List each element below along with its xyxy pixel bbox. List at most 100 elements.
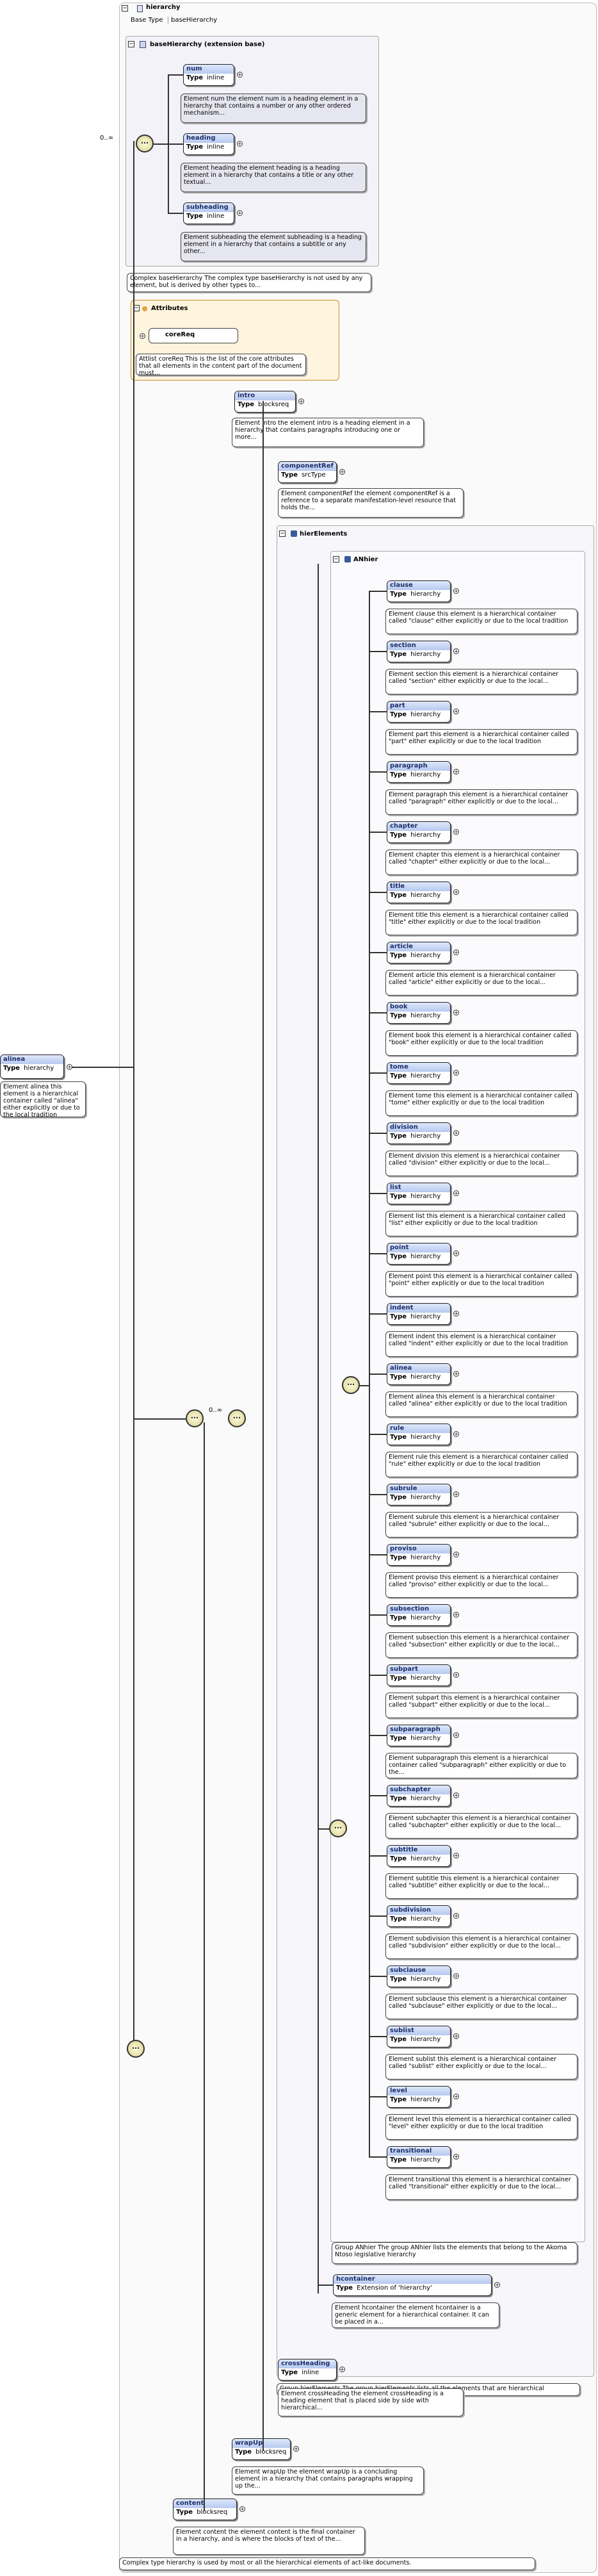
item-section-doc: Element section this element is a hierar… (385, 669, 578, 694)
item-indent-expand[interactable]: + (453, 1311, 459, 1317)
content-name: content (174, 2499, 236, 2508)
corereq-name: coreReq (165, 331, 195, 338)
item-tome-expand[interactable]: + (453, 1070, 459, 1076)
item-alinea-expand[interactable]: + (453, 1371, 459, 1377)
anhier-choice-compositor: ⋯ (342, 1376, 360, 1394)
item-sublist-expand[interactable]: + (453, 2033, 459, 2039)
componentref-expand[interactable]: + (339, 469, 345, 475)
item-subsection-expand[interactable]: + (453, 1612, 459, 1618)
item-title-expand[interactable]: + (453, 889, 459, 895)
anhier-choice-connector (359, 1385, 370, 1386)
root-base-type: baseHierarchy (168, 17, 217, 24)
item-section-expand[interactable]: + (453, 648, 459, 654)
base-heading-expand[interactable]: + (237, 141, 243, 147)
item-chapter-doc: Element chapter this element is a hierar… (385, 849, 578, 875)
item-division-expand[interactable]: + (453, 1130, 459, 1136)
item-paragraph-expand[interactable]: + (453, 769, 459, 775)
item-subrule-expand[interactable]: + (453, 1491, 459, 1497)
item-article-expand[interactable]: + (453, 949, 459, 955)
item-subchapter-expand[interactable]: + (453, 1793, 459, 1798)
item-subparagraph-expand[interactable]: + (453, 1732, 459, 1738)
corereq-expand[interactable]: + (140, 333, 145, 339)
root-collapse-toggle[interactable]: − (122, 5, 128, 12)
item-list-expand[interactable]: + (453, 1190, 459, 1196)
item-clause-expand[interactable]: + (453, 588, 459, 594)
item-subdivision-expand[interactable]: + (453, 1913, 459, 1919)
wrapup-type-label: Type (235, 2449, 252, 2456)
crossheading-expand[interactable]: + (339, 2367, 345, 2372)
base-num-connector (168, 74, 183, 76)
anhier-toggle[interactable]: − (333, 556, 339, 562)
intro-type: blocksreq (258, 401, 289, 408)
item-tome-type: hierarchy (410, 1072, 441, 1079)
main-to-inner-connector (134, 1418, 186, 1420)
base-num-expand[interactable]: + (237, 72, 243, 78)
item-indent-name: indent (387, 1304, 450, 1313)
item-rule-expand[interactable]: + (453, 1431, 459, 1437)
item-subdivision-type: hierarchy (410, 1916, 441, 1923)
item-transitional-expand[interactable]: + (453, 2154, 459, 2160)
item-article-connector (369, 952, 387, 953)
wrapup-name: wrapUp (232, 2439, 290, 2448)
item-subtitle-expand[interactable]: + (453, 1853, 459, 1858)
item-subpart-expand[interactable]: + (453, 1672, 459, 1678)
corereq-group[interactable] (149, 328, 238, 343)
base-hierarchy-toggle[interactable]: − (128, 41, 134, 47)
item-list-name: list (387, 1183, 450, 1192)
base-hierarchy-doc: Complex baseHierarchy The complex type b… (127, 273, 371, 292)
hierelements-toggle[interactable]: − (279, 530, 286, 537)
item-subclause-expand[interactable]: + (453, 1973, 459, 1979)
item-rule-doc: Element rule this element is a hierarchi… (385, 1452, 578, 1477)
item-proviso-expand[interactable]: + (453, 1552, 459, 1557)
wrapup-expand[interactable]: + (293, 2446, 299, 2452)
item-book-expand[interactable]: + (453, 1010, 459, 1015)
item-chapter-expand[interactable]: + (453, 829, 459, 835)
item-point-expand[interactable]: + (453, 1251, 459, 1256)
content-expand[interactable]: + (239, 2506, 245, 2512)
intro-expand[interactable]: + (298, 398, 304, 404)
hcontainer-expand[interactable]: + (494, 2282, 500, 2288)
item-subdivision-type-label: Type (390, 1916, 407, 1923)
base-subheading-expand[interactable]: + (237, 210, 243, 216)
item-level-expand[interactable]: + (453, 2094, 459, 2099)
item-part-expand[interactable]: + (453, 709, 459, 714)
